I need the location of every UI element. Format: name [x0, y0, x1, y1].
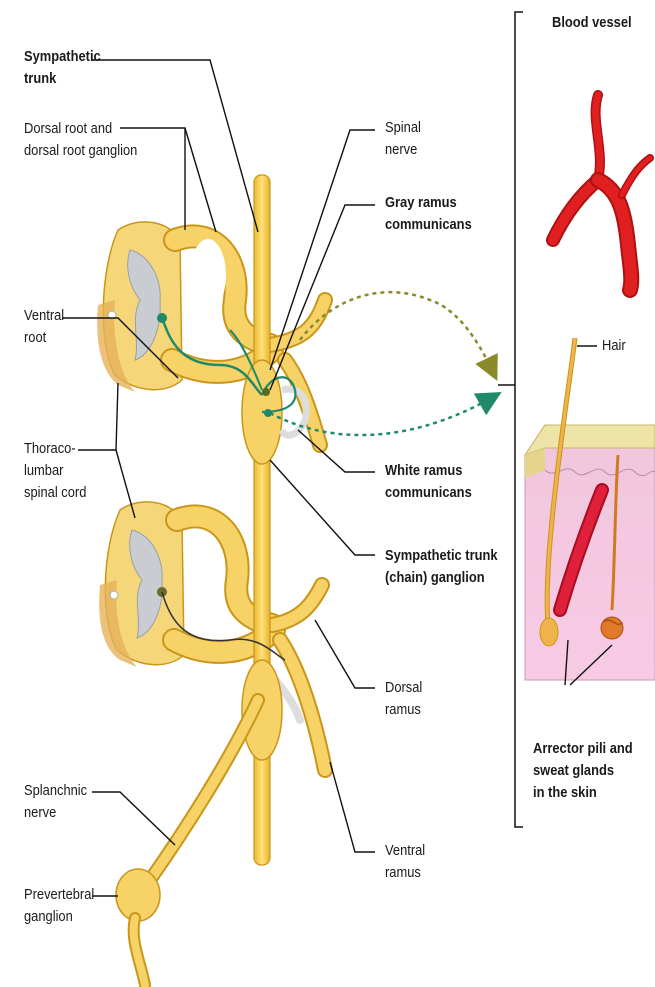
target-bracket — [498, 12, 523, 827]
splanchnic-nerve — [116, 700, 258, 985]
label-hair: Hair — [602, 335, 626, 357]
label-trunk-ganglion: Sympathetic trunk(chain) ganglion — [385, 545, 498, 589]
blood-vessel-illustration — [553, 95, 650, 290]
label-blood-vessel: Blood vessel — [552, 12, 632, 34]
skin-block — [525, 338, 655, 685]
sympathetic-trunk — [242, 175, 306, 865]
